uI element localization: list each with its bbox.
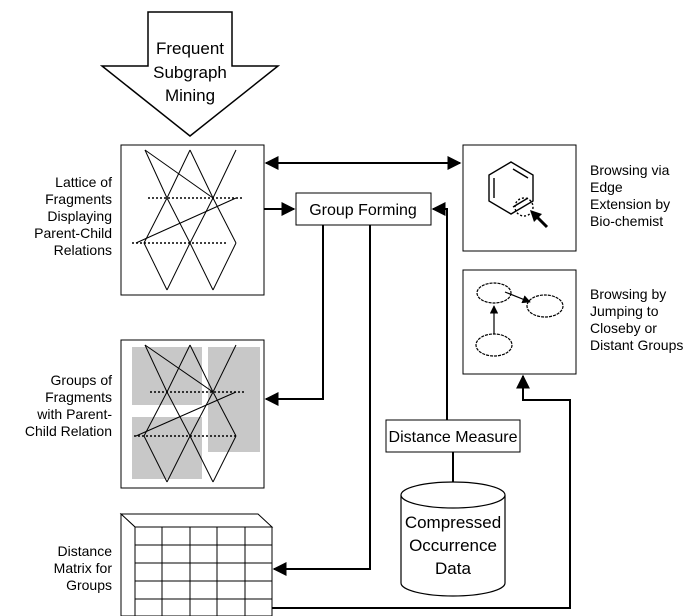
- lattice-label: Lattice of Fragments Displaying Parent-C…: [34, 174, 112, 258]
- occurrence-data-cylinder: Compressed Occurrence Data: [400, 481, 506, 597]
- jumping-label-line: Browsing by: [590, 286, 666, 302]
- groups-label-line: Groups of: [51, 372, 113, 388]
- distance-measure-label: Distance Measure: [389, 429, 518, 446]
- edge-extension-label-line: Bio-chemist: [590, 213, 663, 229]
- groups-panel: [120, 339, 265, 489]
- cloud-icon: [476, 282, 512, 304]
- lattice-label-line: Parent-Child: [34, 225, 112, 241]
- matrix-label-line: Matrix for: [54, 560, 113, 576]
- lattice-label-line: Relations: [54, 242, 112, 258]
- connectors: [264, 156, 571, 609]
- edge-extension-label-line: Extension by: [590, 196, 670, 212]
- distance-measure-box: Distance Measure: [385, 419, 521, 453]
- jumping-label-line: Distant Groups: [590, 337, 683, 353]
- matrix-label-line: Distance: [58, 543, 113, 559]
- group-forming-label: Group Forming: [309, 202, 417, 219]
- edge-extension-panel: [462, 144, 577, 252]
- cloud-icon: [526, 294, 564, 318]
- group-forming-to-matrix-link: [272, 225, 371, 576]
- database-label-line: Compressed: [405, 513, 501, 532]
- database-label-line: Data: [435, 559, 471, 578]
- lattice-label-line: Fragments: [45, 191, 112, 207]
- matrix-label-line: Groups: [66, 577, 112, 593]
- distance-to-group-forming-link: [431, 202, 448, 420]
- matrix-label: Distance Matrix for Groups: [54, 543, 113, 593]
- lattice-label-line: Displaying: [47, 208, 112, 224]
- groups-label-line: Fragments: [45, 389, 112, 405]
- jumping-panel: [462, 269, 577, 375]
- edge-extension-label-line: Browsing via: [590, 162, 670, 178]
- group-forming-box: Group Forming: [295, 192, 432, 226]
- edge-extension-label: Browsing via Edge Extension by Bio-chemi…: [590, 162, 670, 229]
- jumping-label-line: Closeby or: [590, 320, 657, 336]
- cloud-icon: [475, 333, 513, 357]
- input-arrow-line-1: Frequent: [156, 39, 224, 58]
- input-arrow-line-2: Subgraph: [153, 63, 227, 82]
- group-forming-to-groups-link: [264, 225, 324, 406]
- matrix-to-jumping-link: [272, 374, 571, 609]
- lattice-label-line: Lattice of: [55, 174, 112, 190]
- cursor-arrow-icon: [530, 210, 549, 229]
- jumping-label-line: Jumping to: [590, 303, 659, 319]
- frequent-subgraph-mining-arrow: Frequent Subgraph Mining: [99, 11, 281, 137]
- lattice-panel: [120, 144, 265, 296]
- distance-matrix: [119, 512, 274, 616]
- groups-label-line: with Parent-: [36, 406, 112, 422]
- groups-label: Groups of Fragments with Parent- Child R…: [25, 372, 113, 439]
- jumping-label: Browsing by Jumping to Closeby or Distan…: [590, 286, 683, 353]
- edge-extension-label-line: Edge: [590, 179, 623, 195]
- database-label-line: Occurrence: [409, 536, 497, 555]
- groups-label-line: Child Relation: [25, 423, 112, 439]
- input-arrow-line-3: Mining: [165, 86, 215, 105]
